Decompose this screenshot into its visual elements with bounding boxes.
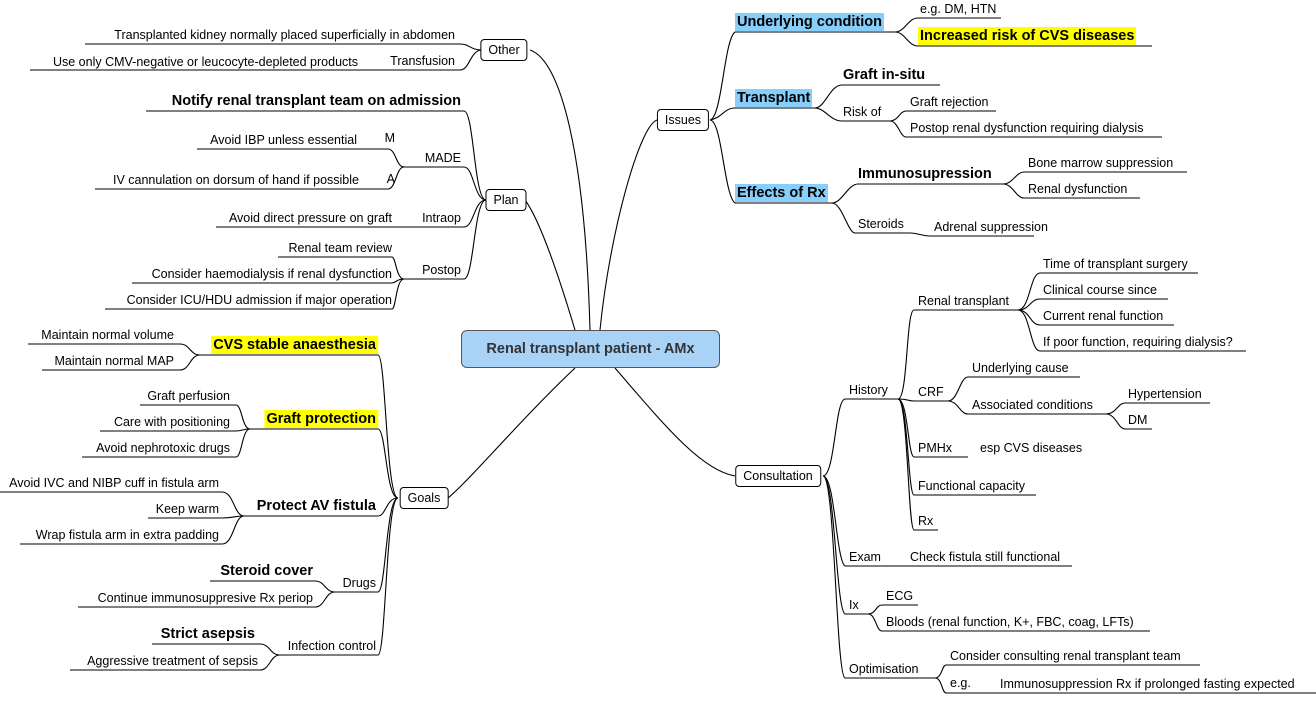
adrenal: Adrenal suppression — [934, 220, 1048, 234]
avoid-pressure: Avoid direct pressure on graft — [228, 211, 392, 225]
time-surgery: Time of transplant surgery — [1043, 257, 1188, 271]
graft-rejection: Graft rejection — [910, 95, 989, 109]
consider-team: Consider consulting renal transplant tea… — [950, 649, 1181, 663]
graft-perfusion: Graft perfusion — [147, 389, 230, 403]
avoid-ivc: Avoid IVC and NIBP cuff in fistula arm — [9, 476, 219, 490]
dm: DM — [1128, 413, 1148, 427]
fistula-check: Check fistula still functional — [910, 550, 1061, 564]
transplant-node: Transplant — [735, 89, 813, 107]
exam: Exam — [849, 550, 881, 564]
drugs: Drugs — [342, 576, 376, 590]
esp-cvs: esp CVS diseases — [980, 441, 1083, 455]
notify: Notify renal transplant team on admissio… — [171, 93, 461, 109]
aggressive-sepsis: Aggressive treatment of sepsis — [87, 654, 258, 668]
ecg: ECG — [886, 589, 914, 603]
rx: Rx — [918, 514, 934, 528]
bone-marrow: Bone marrow suppression — [1028, 156, 1174, 170]
wrap-fistula: Wrap fistula arm in extra padding — [35, 528, 219, 542]
optimisation: Optimisation — [849, 662, 919, 676]
cvs-stable: CVS stable anaesthesia — [211, 336, 378, 354]
protect-av: Protect AV fistula — [256, 498, 376, 514]
associated: Associated conditions — [972, 398, 1093, 412]
renal-review: Renal team review — [288, 241, 392, 255]
hypertension: Hypertension — [1128, 387, 1202, 401]
functional: Functional capacity — [918, 479, 1026, 493]
haemodialysis: Consider haemodialysis if renal dysfunct… — [151, 267, 392, 281]
postop: Postop — [422, 263, 461, 277]
normal-volume: Maintain normal volume — [41, 328, 174, 342]
current-function: Current renal function — [1043, 309, 1164, 323]
made-a: A — [386, 172, 395, 186]
risk-of: Risk of — [843, 105, 882, 119]
strict-asepsis: Strict asepsis — [160, 626, 255, 642]
postop-dysfunction: Postop renal dysfunction requiring dialy… — [910, 121, 1144, 135]
renal-transplant: Renal transplant — [918, 294, 1010, 308]
eg-label: e.g. — [950, 676, 971, 690]
steroid-cover: Steroid cover — [220, 563, 313, 579]
plan-node[interactable]: Plan — [485, 189, 527, 211]
cmv: Use only CMV-negative or leucocyte-deple… — [52, 55, 358, 69]
intraop: Intraop — [422, 211, 461, 225]
effects-rx: Effects of Rx — [735, 184, 828, 202]
history: History — [849, 383, 888, 397]
made-m: M — [384, 131, 395, 145]
immunosupression: Immunosupression — [858, 166, 992, 182]
underlying-cause: Underlying cause — [972, 361, 1069, 375]
icu: Consider ICU/HDU admission if major oper… — [126, 293, 392, 307]
kidney-placed: Transplanted kidney normally placed supe… — [114, 28, 455, 42]
infection-control: Infection control — [287, 639, 376, 653]
keep-warm: Keep warm — [155, 502, 219, 516]
poor-function: If poor function, requiring dialysis? — [1043, 335, 1233, 349]
steroids: Steroids — [858, 217, 904, 231]
other-node[interactable]: Other — [480, 39, 528, 61]
cvs-risk: Increased risk of CVS diseases — [918, 27, 1137, 45]
underlying-condition: Underlying condition — [735, 13, 884, 31]
central-topic[interactable]: Renal transplant patient - AMx — [461, 330, 720, 368]
graft-in-situ: Graft in-situ — [843, 67, 926, 83]
immuno-fasting: Immunosuppression Rx if prolonged fastin… — [1000, 677, 1295, 691]
renal-dysfunction: Renal dysfunction — [1028, 182, 1128, 196]
dm-htn: e.g. DM, HTN — [920, 2, 997, 16]
iv-cannulation: IV cannulation on dorsum of hand if poss… — [113, 173, 359, 187]
normal-map: Maintain normal MAP — [54, 354, 175, 368]
transfusion: Transfusion — [390, 54, 455, 68]
crf: CRF — [918, 385, 944, 399]
nephrotoxic: Avoid nephrotoxic drugs — [96, 441, 230, 455]
consultation-node[interactable]: Consultation — [735, 465, 821, 487]
issues-node[interactable]: Issues — [656, 109, 710, 131]
ix: Ix — [849, 598, 859, 612]
goals-node[interactable]: Goals — [399, 487, 449, 509]
made: MADE — [424, 151, 461, 165]
bloods: Bloods (renal function, K+, FBC, coag, L… — [886, 615, 1134, 629]
continue-immuno: Continue immunosuppresive Rx periop — [97, 591, 313, 605]
graft-protection: Graft protection — [264, 410, 378, 428]
clinical-course: Clinical course since — [1043, 283, 1157, 297]
avoid-ibp: Avoid IBP unless essential — [210, 133, 357, 147]
positioning: Care with positioning — [113, 415, 230, 429]
pmhx: PMHx — [918, 441, 953, 455]
